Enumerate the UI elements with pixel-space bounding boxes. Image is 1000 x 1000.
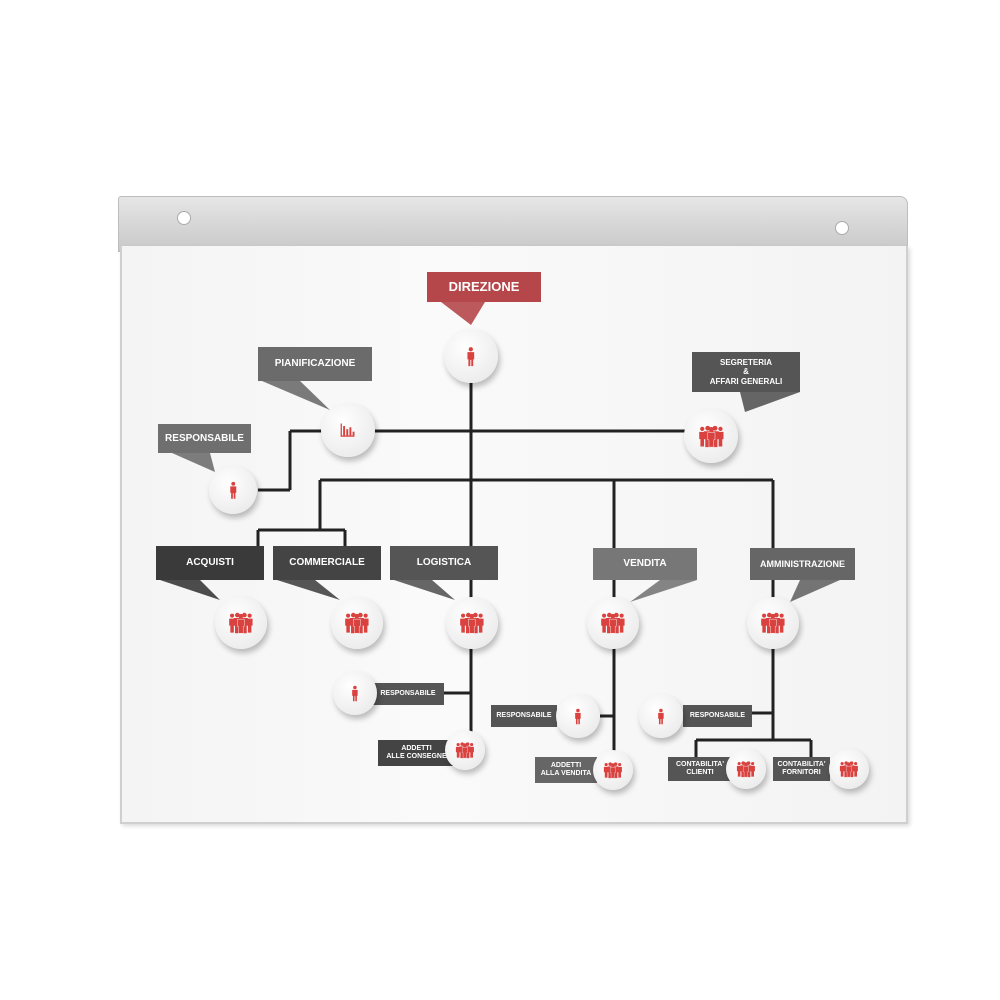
connector [444, 623, 813, 765]
node-label: AMMINISTRAZIONE [750, 548, 855, 580]
node-label: CONTABILITA' CLIENTI [668, 757, 732, 781]
node-circle [747, 597, 799, 649]
node-circle [446, 597, 498, 649]
group-icon [603, 761, 623, 779]
node-label: ADDETTI ALLE CONSEGNE [378, 740, 455, 766]
node-circle [333, 671, 377, 715]
node-circle [684, 409, 738, 463]
node-label: SEGRETERIA & AFFARI GENERALI [692, 352, 800, 392]
node-circle [444, 329, 498, 383]
group-icon [455, 741, 475, 759]
node-label: PIANIFICAZIONE [258, 347, 372, 381]
person-icon [657, 707, 665, 726]
node-circle [556, 694, 600, 738]
node-circle [321, 403, 375, 457]
group-icon [760, 611, 786, 634]
person-icon [351, 684, 359, 703]
node-circle [726, 749, 766, 789]
mounting-hole [835, 221, 849, 235]
node-circle [593, 750, 633, 790]
node-label: LOGISTICA [390, 546, 498, 580]
connector [256, 382, 775, 600]
group-icon [839, 760, 859, 778]
node-label: VENDITA [593, 548, 697, 580]
node-circle [639, 694, 683, 738]
node-label: DIREZIONE [427, 272, 541, 302]
person-icon [574, 707, 582, 726]
node-label: RESPONSABILE [683, 705, 752, 727]
node-circle [215, 597, 267, 649]
node-label: COMMERCIALE [273, 546, 381, 580]
node-label: RESPONSABILE [158, 424, 251, 453]
group-icon [736, 760, 756, 778]
node-label: CONTABILITA' FORNITORI [773, 757, 830, 781]
node-circle [587, 597, 639, 649]
node-label: ACQUISTI [156, 546, 264, 580]
node-circle [829, 749, 869, 789]
node-label: RESPONSABILE [372, 683, 444, 705]
node-circle [445, 730, 485, 770]
org-chart-sheet [120, 246, 908, 824]
node-label: ADDETTI ALLA VENDITA [535, 757, 597, 783]
mounting-hole [177, 211, 191, 225]
node-label: RESPONSABILE [491, 705, 557, 727]
holder-top-bar [118, 196, 908, 252]
node-circle [209, 466, 257, 514]
node-circle [331, 597, 383, 649]
